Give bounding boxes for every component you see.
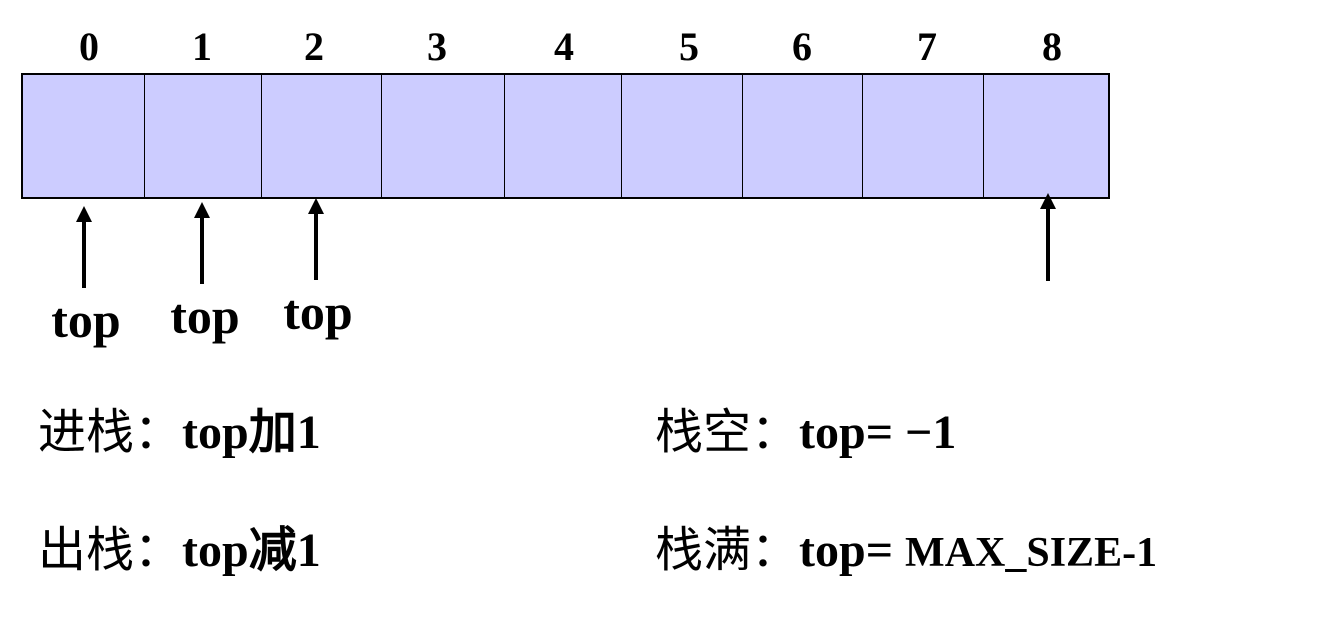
top-label-1: top — [170, 288, 240, 344]
push-rule: 进栈：top加1 — [38, 404, 321, 461]
index-label-7: 7 — [917, 24, 937, 69]
full-rule: 栈满：top= MAX_SIZE-1 — [655, 522, 1157, 581]
empty-rule-value: top= −1 — [799, 406, 957, 459]
empty-rule: 栈空：top= −1 — [655, 404, 956, 461]
pop-rule-value: top减1 — [182, 524, 321, 577]
stack-cell-0 — [21, 73, 146, 199]
index-label-3: 3 — [427, 24, 447, 69]
stack-cell-5 — [621, 73, 744, 199]
pop-rule-label: 出栈： — [38, 522, 183, 578]
top-label-2: top — [283, 284, 353, 340]
full-rule-label: 栈满： — [655, 522, 800, 578]
stack-cell-6 — [742, 73, 864, 199]
index-label-1: 1 — [192, 24, 212, 69]
index-label-2: 2 — [304, 24, 324, 69]
full-rule-value-max: MAX_SIZE-1 — [905, 530, 1158, 576]
top-pointer-arrow-1 — [194, 202, 210, 284]
stack-cell-2 — [261, 73, 383, 199]
top-pointer-arrow-0 — [76, 206, 92, 288]
index-label-4: 4 — [554, 24, 574, 69]
empty-rule-label: 栈空： — [655, 404, 800, 460]
top-pointer-arrow-2 — [308, 198, 324, 280]
index-label-6: 6 — [792, 24, 812, 69]
push-rule-value: top加1 — [182, 406, 321, 459]
index-label-5: 5 — [679, 24, 699, 69]
index-label-8: 8 — [1042, 24, 1062, 69]
stack-cell-7 — [862, 73, 985, 199]
index-label-0: 0 — [79, 24, 99, 69]
top-label-0: top — [51, 292, 121, 348]
stack-cell-1 — [144, 73, 263, 199]
top-pointer-arrow-8 — [1040, 193, 1056, 281]
stack-cell-3 — [381, 73, 506, 199]
stack-cell-4 — [504, 73, 623, 199]
push-rule-label: 进栈： — [38, 404, 183, 460]
stack-cell-8 — [983, 73, 1110, 199]
full-rule-value-top: top= — [799, 524, 906, 577]
pop-rule: 出栈：top减1 — [38, 522, 321, 579]
